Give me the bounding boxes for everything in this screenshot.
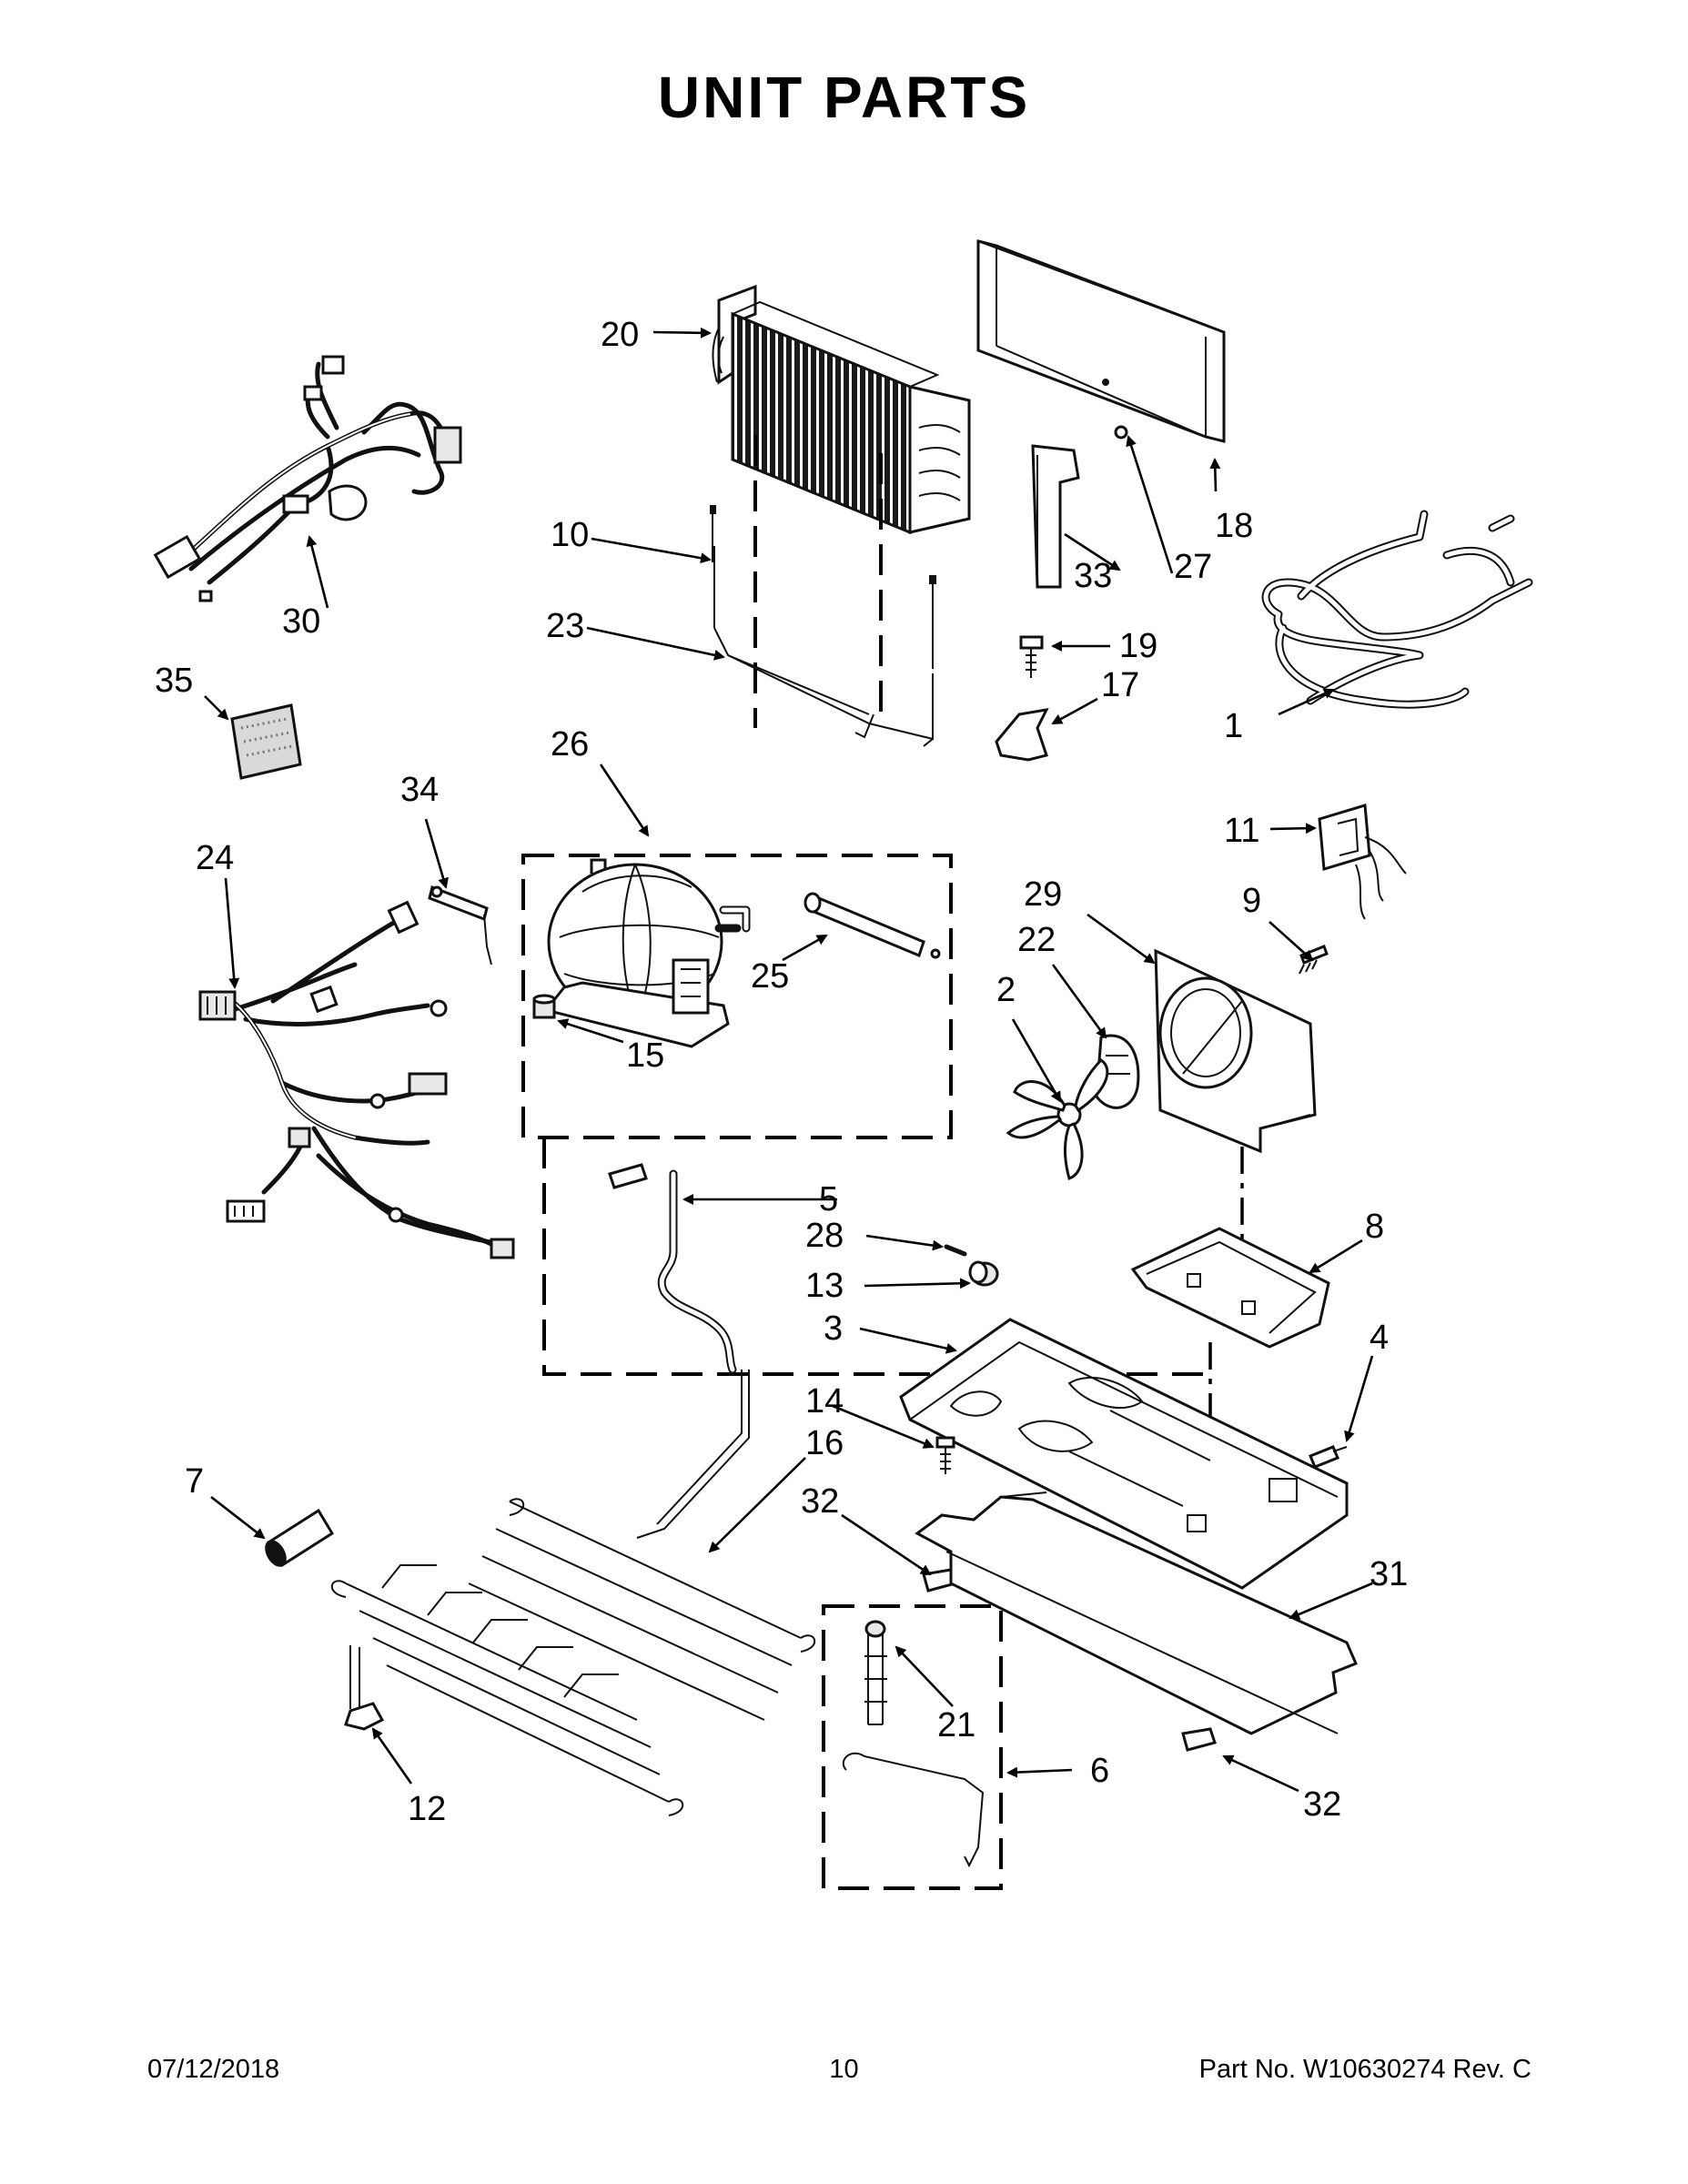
grommet-15 [532, 994, 556, 1019]
pin-28 [944, 1244, 967, 1257]
drier-25 [804, 892, 941, 959]
cover-part [976, 239, 1226, 443]
callout-23: 23 [546, 607, 584, 645]
evaporator-part [712, 284, 971, 535]
callout-19: 19 [1119, 627, 1157, 665]
callout-14: 14 [805, 1382, 844, 1421]
callout-4: 4 [1370, 1319, 1389, 1357]
foot-32-b [1181, 1727, 1217, 1752]
defrost-heater-23 [710, 505, 936, 747]
callout-8: 8 [1365, 1208, 1384, 1246]
callout-29: 29 [1024, 875, 1062, 914]
wire-harness-30 [153, 355, 462, 602]
tubing-1 [1261, 510, 1533, 709]
callout-24: 24 [196, 839, 234, 877]
callout-20: 20 [601, 316, 639, 354]
callout-7: 7 [185, 1462, 204, 1501]
page-title: UNIT PARTS [657, 65, 1031, 130]
screw-14 [935, 1436, 955, 1474]
callout-21: 21 [937, 1706, 975, 1744]
callout-12: 12 [408, 1790, 446, 1828]
callout-16: 16 [805, 1424, 844, 1462]
drain-tube-5 [608, 1163, 737, 1374]
fan-shroud-29 [1154, 948, 1317, 1154]
footer-part-number: Part No. W10630274 Rev. C [1198, 2055, 1531, 2084]
callout-27: 27 [1174, 548, 1212, 586]
screw-27 [1114, 425, 1128, 440]
screw-19 [1019, 635, 1044, 678]
callout-32-lower: 32 [1303, 1785, 1341, 1824]
fan-bracket-8 [1130, 1227, 1330, 1349]
screw-9 [1299, 945, 1329, 975]
callout-11: 11 [1224, 812, 1259, 850]
callout-34: 34 [400, 771, 439, 809]
compressor-part [543, 858, 751, 1048]
callout-22: 22 [1017, 921, 1056, 959]
callout-15: 15 [626, 1036, 664, 1075]
callout-13: 13 [805, 1267, 844, 1305]
insulation-tube-7 [265, 1508, 335, 1568]
callout-18: 18 [1215, 507, 1253, 545]
transformer-11 [1318, 804, 1407, 920]
callout-6: 6 [1090, 1752, 1109, 1790]
main-harness-24 [198, 900, 515, 1259]
screw-4 [1309, 1445, 1348, 1469]
compressor-group-frame [521, 854, 953, 1139]
callout-1: 1 [1224, 707, 1243, 745]
callout-17: 17 [1101, 666, 1139, 704]
callout-25: 25 [751, 957, 789, 996]
fan-blade-2 [1006, 1058, 1109, 1180]
callout-32-upper: 32 [801, 1482, 839, 1521]
callout-33: 33 [1074, 557, 1112, 595]
fan-motor-22 [1095, 1034, 1140, 1109]
capacitor-13 [968, 1260, 999, 1287]
control-board-35 [230, 703, 302, 780]
cover-panel-31 [915, 1491, 1358, 1735]
callout-31: 31 [1370, 1555, 1408, 1593]
base-pan-3 [899, 1318, 1349, 1590]
callout-9: 9 [1242, 882, 1261, 920]
callout-30: 30 [282, 602, 320, 641]
clip-17 [995, 708, 1049, 762]
callout-26: 26 [551, 725, 589, 763]
dashed-leader-1 [542, 1138, 1206, 1376]
callout-2: 2 [996, 971, 1016, 1009]
callout-10: 10 [551, 516, 589, 554]
valve-group-frame [822, 1604, 1003, 1890]
callout-3: 3 [824, 1309, 843, 1348]
callout-28: 28 [805, 1217, 844, 1255]
footer-page-number: 10 [829, 2055, 859, 2084]
condenser-coil-16 [330, 1370, 816, 1816]
clip-12 [344, 1702, 385, 1731]
callout-5: 5 [819, 1180, 838, 1218]
callout-35: 35 [155, 662, 193, 700]
footer-date: 07/12/2018 [147, 2055, 280, 2084]
bracket-part [1031, 444, 1080, 589]
ground-strap-34 [428, 885, 492, 966]
water-valve-21 [842, 1620, 985, 1868]
